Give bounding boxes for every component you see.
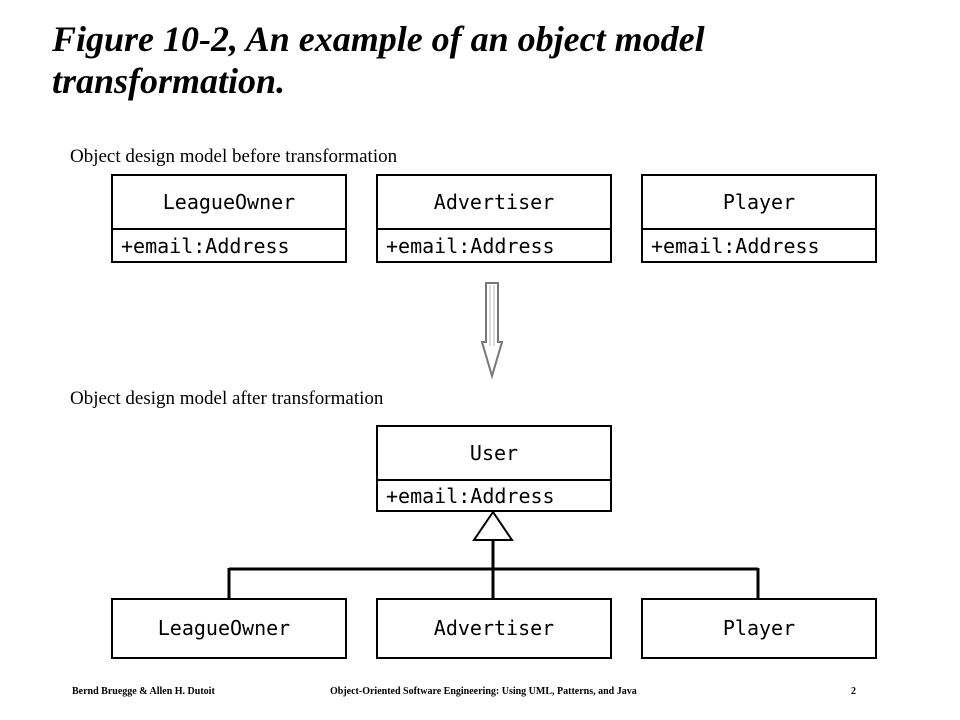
class-box-player-before: Player +email:Address xyxy=(641,174,877,263)
down-arrow-icon xyxy=(480,282,504,380)
class-box-leagueowner-before: LeagueOwner +email:Address xyxy=(111,174,347,263)
class-box-user: User +email:Address xyxy=(376,425,612,512)
footer-book-title: Object-Oriented Software Engineering: Us… xyxy=(330,686,637,697)
class-name: User xyxy=(469,441,519,465)
class-box-player-after: Player xyxy=(641,598,877,659)
class-attribute: +email:Address xyxy=(643,228,875,263)
footer-page-number: 2 xyxy=(851,686,856,697)
class-attribute: +email:Address xyxy=(378,479,610,512)
class-name: LeagueOwner xyxy=(157,616,291,640)
class-name: Advertiser xyxy=(433,190,555,214)
caption-before: Object design model before transformatio… xyxy=(70,146,398,167)
class-box-advertiser-before: Advertiser +email:Address xyxy=(376,174,612,263)
class-name: LeagueOwner xyxy=(162,190,296,214)
footer-authors: Bernd Bruegge & Allen H. Dutoit xyxy=(72,686,215,697)
class-box-advertiser-after: Advertiser xyxy=(376,598,612,659)
page-title: Figure 10-2, An example of an object mod… xyxy=(52,19,705,101)
inheritance-lines xyxy=(227,540,760,598)
class-name: Player xyxy=(722,616,796,640)
generalization-triangle-icon xyxy=(472,510,514,541)
class-attribute: +email:Address xyxy=(378,228,610,263)
class-box-leagueowner-after: LeagueOwner xyxy=(111,598,347,659)
class-name: Player xyxy=(722,190,796,214)
class-name: Advertiser xyxy=(433,616,555,640)
caption-after: Object design model after transformation xyxy=(70,388,384,409)
class-attribute: +email:Address xyxy=(113,228,345,263)
